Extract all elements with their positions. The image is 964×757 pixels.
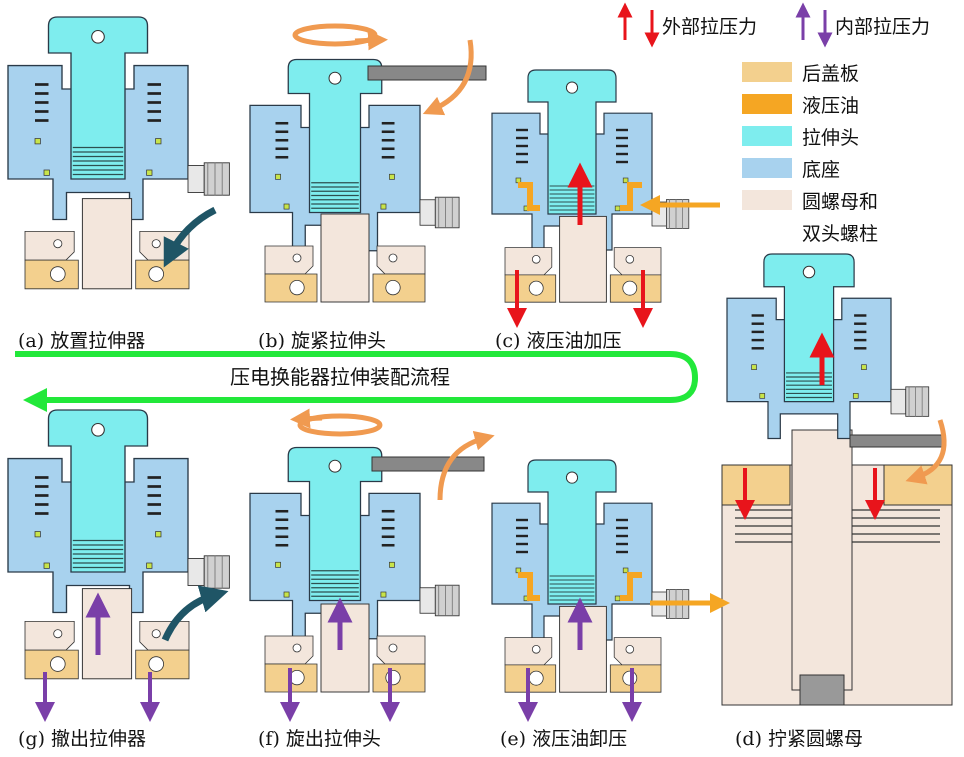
legend-stud: 双头螺柱 <box>802 223 878 245</box>
legend-swatch-hydraulic-oil <box>742 94 792 114</box>
legend: 外部拉压力 内部拉压力 后盖板 液压油 拉伸头 底座 圆螺母和 双头螺柱 <box>617 2 930 245</box>
move-arrow <box>163 206 217 268</box>
flow-arrow: 压电换能器拉伸装配流程 <box>15 351 699 412</box>
panel-b: (b) 旋紧拉伸头 <box>248 23 487 352</box>
step-b-label: (b) 旋紧拉伸头 <box>258 330 386 352</box>
wrench-bar <box>367 65 487 81</box>
legend-nut: 圆螺母和 <box>802 191 878 213</box>
step-c-label: (c) 液压油加压 <box>495 330 622 352</box>
legend-swatch-back-cover <box>742 62 792 82</box>
legend-tension-head: 拉伸头 <box>802 127 859 149</box>
oil-chamber-left <box>518 182 540 211</box>
step-a-label: (a) 放置拉伸器 <box>18 330 145 352</box>
legend-swatch-base <box>742 158 792 178</box>
legend-hydraulic-oil: 液压油 <box>802 95 859 117</box>
panel-g: (g) 撤出拉伸器 <box>6 408 231 750</box>
panel-a: (a) 放置拉伸器 <box>6 15 231 352</box>
panel-c: (c) 液压油加压 <box>490 68 720 352</box>
legend-back-cover: 后盖板 <box>802 63 859 85</box>
turn-arrow <box>422 39 474 116</box>
step-g-label: (g) 撤出拉伸器 <box>18 728 146 750</box>
legend-swatch-nut-stud <box>742 190 792 210</box>
panel-e: (e) 液压油卸压 <box>490 458 730 750</box>
legend-external-force: 外部拉压力 <box>662 16 757 38</box>
legend-swatch-tension-head <box>742 126 792 146</box>
panel-f: (f) 旋出拉伸头 <box>248 408 495 750</box>
step-f-label: (f) 旋出拉伸头 <box>258 728 381 750</box>
oil-chamber-right <box>620 182 642 211</box>
panel-d: (d) 拧紧圆螺母 <box>721 252 953 750</box>
stud-rod <box>791 429 853 691</box>
flow-label: 压电换能器拉伸装配流程 <box>230 365 450 389</box>
step-e-label: (e) 液压油卸压 <box>500 728 627 750</box>
legend-internal-force: 内部拉压力 <box>835 16 930 38</box>
step-d-label: (d) 拧紧圆螺母 <box>735 728 863 750</box>
legend-base: 底座 <box>802 159 840 181</box>
